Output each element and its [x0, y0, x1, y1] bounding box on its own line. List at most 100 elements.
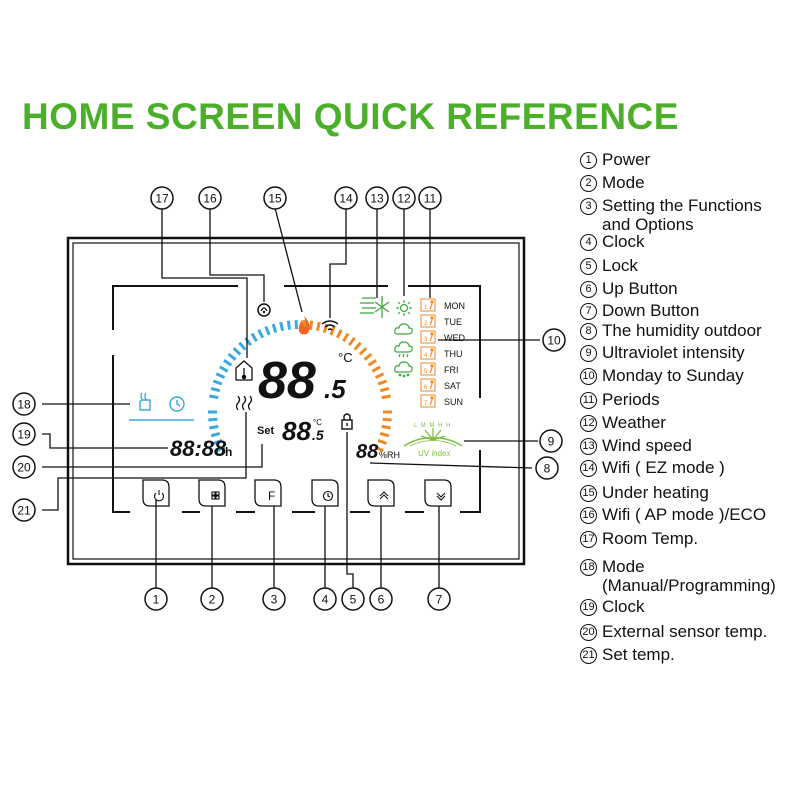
- room-temp-unit: °C: [338, 350, 353, 365]
- legend-label: Wifi ( EZ mode ): [602, 458, 725, 477]
- arc-segment: [209, 424, 219, 430]
- callout-number: 8: [544, 462, 551, 476]
- callout-number: 2: [209, 593, 216, 607]
- arc-segment: [374, 445, 385, 453]
- arc-segment: [309, 320, 314, 330]
- page-title: HOME SCREEN QUICK REFERENCE: [22, 96, 679, 137]
- uv-scale: L M M H H: [414, 423, 451, 429]
- period-marker: 7: [420, 394, 436, 408]
- arc-segment: [244, 337, 252, 347]
- arc-segment: [210, 432, 221, 438]
- legend-number: 14: [580, 460, 597, 477]
- callout-11: 11: [418, 186, 442, 210]
- legend-label: Mode (Manual/Programming): [602, 557, 776, 595]
- legend-number: 18: [580, 559, 597, 576]
- legend-number: 15: [580, 485, 597, 502]
- clock-value: 88:88: [170, 436, 227, 461]
- callout-13: 13: [365, 186, 389, 210]
- legend-number: 20: [580, 624, 597, 641]
- legend-number: 10: [580, 368, 597, 385]
- callout-15: 15: [263, 186, 287, 210]
- arc-segment: [353, 341, 362, 351]
- down-button[interactable]: [424, 479, 452, 507]
- arc-segment: [223, 358, 233, 367]
- arc-segment: [279, 321, 285, 332]
- floor-heating-icon: [235, 395, 253, 411]
- arc-segment: [212, 379, 223, 386]
- room-temp-arc-cold: [208, 320, 298, 453]
- period-number: 3: [424, 337, 428, 343]
- callout-number: 7: [436, 593, 443, 607]
- day-label: WED: [444, 333, 465, 343]
- callout-number: 20: [17, 461, 31, 475]
- legend-label: Ultraviolet intensity: [602, 343, 745, 362]
- mode-button[interactable]: [198, 479, 226, 507]
- arc-segment: [358, 347, 368, 356]
- legend-number: 1: [580, 152, 597, 169]
- arc-segment: [257, 329, 265, 339]
- period-number: 6: [424, 385, 428, 391]
- arc-segment: [250, 332, 258, 343]
- callout-number: 10: [547, 334, 561, 348]
- arc-segment: [382, 417, 392, 422]
- period-number: 4: [424, 353, 428, 359]
- leader-lines: [42, 207, 540, 588]
- arc-segment: [264, 326, 271, 336]
- legend-number: 12: [580, 415, 597, 432]
- arc-segment: [377, 438, 387, 445]
- legend-label: The humidity outdoor: [602, 321, 762, 340]
- callout-1: 1: [144, 587, 168, 611]
- settings-button[interactable]: F: [254, 479, 282, 507]
- power-icon: [153, 490, 165, 502]
- legend-number: 8: [580, 323, 597, 340]
- clock-button[interactable]: [311, 479, 339, 507]
- power-button[interactable]: [142, 479, 170, 507]
- arc-segment: [329, 326, 336, 336]
- wifi-ez-icon: [321, 320, 339, 331]
- up-button[interactable]: [367, 479, 395, 507]
- callout-number: 6: [378, 593, 385, 607]
- callout-20: 20: [12, 455, 36, 479]
- callout-number: 21: [17, 504, 31, 518]
- arc-segment: [379, 386, 390, 393]
- clock-unit: h: [225, 445, 232, 459]
- chevron-up-icon: [379, 491, 389, 500]
- callout-number: 15: [268, 192, 282, 206]
- set-temp-value: 88: [282, 416, 311, 446]
- humidity-value: 88: [356, 441, 379, 463]
- period-marker: 5: [420, 362, 436, 376]
- set-temp-decimal: .5: [312, 427, 324, 443]
- legend-label: Setting the Functions and Options: [602, 196, 762, 234]
- callout-14: 14: [334, 186, 358, 210]
- legend-number: 16: [580, 507, 597, 524]
- legend-label: Room Temp.: [602, 529, 699, 548]
- callout-7: 7: [427, 587, 451, 611]
- button-row: F: [142, 479, 452, 507]
- callout-21: 21: [12, 498, 36, 522]
- period-marker: 6: [420, 378, 436, 392]
- clock-icon: [322, 490, 334, 502]
- period-marker: 2: [420, 314, 436, 328]
- legend-number: 5: [580, 258, 597, 275]
- arc-segment: [215, 372, 226, 379]
- weather-rain-icon: [394, 341, 413, 358]
- callout-6: 6: [369, 587, 393, 611]
- set-temp-label: Set: [257, 425, 274, 437]
- room-temp-decimal: .5: [324, 374, 346, 404]
- settings-button-label: F: [268, 489, 275, 503]
- day-label: THU: [444, 349, 463, 359]
- arc-segment: [208, 417, 218, 422]
- heating-flame-icon: [298, 316, 310, 335]
- arc-segment: [232, 347, 242, 356]
- arc-segment: [342, 332, 350, 343]
